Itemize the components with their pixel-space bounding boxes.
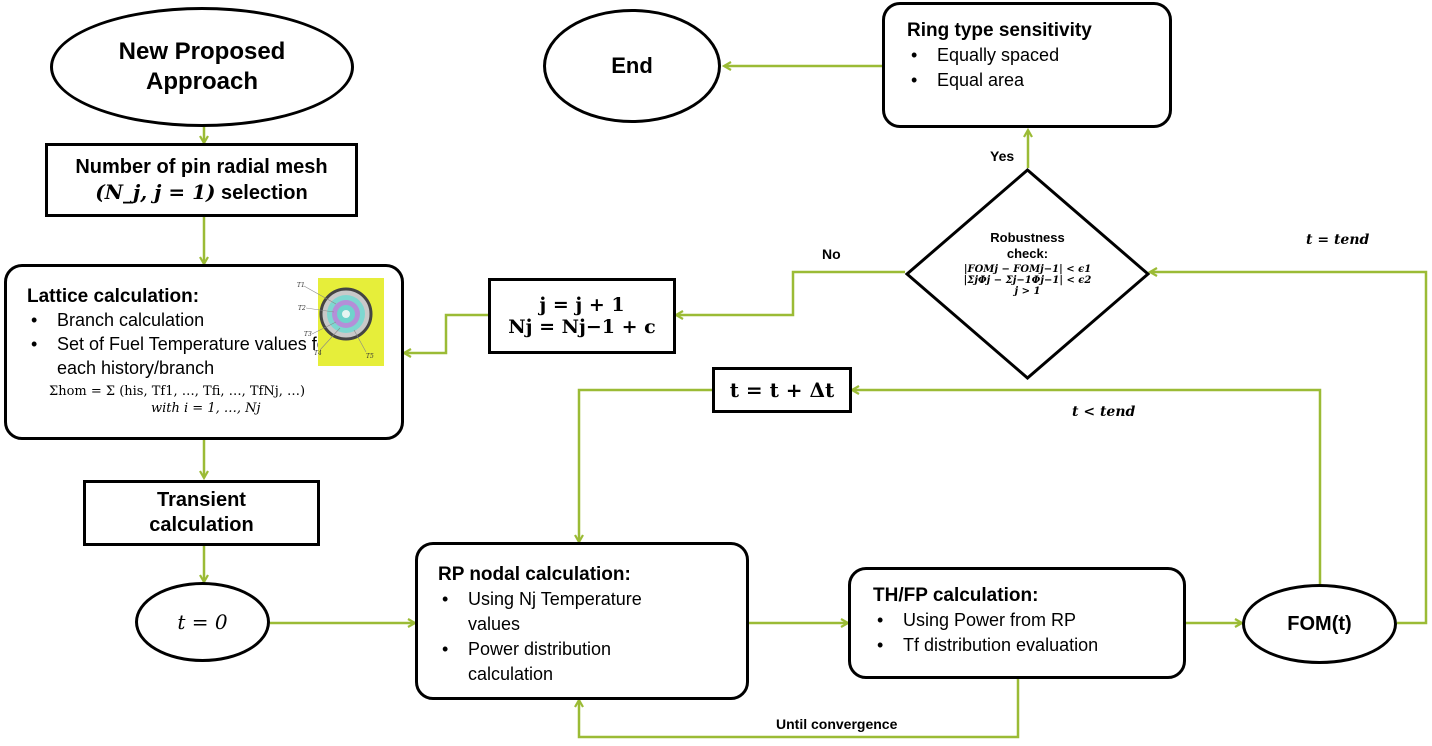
pin-label-t1: T1 xyxy=(297,282,305,289)
ring-item-1: Equally spaced xyxy=(907,43,1169,68)
j-update-node: j = j + 1 Nj = Nj−1 + c xyxy=(488,278,676,354)
rp-nodal-node: RP nodal calculation: Using Nj Temperatu… xyxy=(415,542,749,700)
thfp-item-2: Tf distribution evaluation xyxy=(873,633,1183,658)
fom-node: FOM(t) xyxy=(1242,584,1397,664)
yes-label: Yes xyxy=(990,148,1015,164)
arrow-thfp-convergence-loop xyxy=(579,679,1020,739)
transient-node: Transient calculation xyxy=(83,480,320,546)
robustness-condition-3: j > 1 xyxy=(1014,286,1041,297)
robustness-condition-1: |FOMj − FOMj−1| < ϵ1 xyxy=(963,264,1092,275)
t0-label: t = 0 xyxy=(177,610,228,634)
ring-item-2: Equal area xyxy=(907,68,1169,93)
j-update-line2: Nj = Nj−1 + c xyxy=(508,316,656,338)
robustness-node: Robustness check: |FOMj − FOMj−1| < ϵ1 |… xyxy=(905,168,1150,380)
robustness-condition-2: |ΣjΦj − Σj−1Φj−1| < ϵ2 xyxy=(963,275,1092,286)
start-label: New Proposed Approach xyxy=(118,38,286,95)
end-node: End xyxy=(543,9,721,123)
pin-label-t2: T2 xyxy=(298,305,306,312)
thfp-title: TH/FP calculation: xyxy=(873,585,1039,606)
pin-mesh-node: Number of pin radial mesh (N_j, j = 1) s… xyxy=(45,143,358,217)
robustness-title: Robustness check: xyxy=(990,230,1065,261)
no-label: No xyxy=(822,246,841,262)
t-update-node: t = t + Δt xyxy=(712,367,852,413)
pin-mesh-suffix: selection xyxy=(221,181,308,204)
thfp-item-1: Using Power from RP xyxy=(873,608,1183,633)
pin-label-t5: T5 xyxy=(366,353,374,360)
t-update-label: t = t + Δt xyxy=(729,378,835,402)
lattice-item-2: Set of Fuel Temperature values for each … xyxy=(27,332,347,380)
arrow-fom-to-robustness xyxy=(1150,272,1428,625)
arrow-tupdate-to-rp xyxy=(579,388,712,542)
fom-label: FOM(t) xyxy=(1287,612,1352,635)
pin-mesh-line1: Number of pin radial mesh xyxy=(75,155,328,178)
pin-mesh-line2: (N_j, j = 1) selection xyxy=(95,180,307,206)
transient-label: Transient calculation xyxy=(149,489,254,536)
ring-node: Ring type sensitivity Equally spaced Equ… xyxy=(882,2,1172,128)
until-convergence-label: Until convergence xyxy=(776,716,898,732)
lattice-formula-2: with i = 1, …, Nj xyxy=(151,401,261,416)
rp-nodal-item-1: Using Nj Temperature values xyxy=(438,587,688,637)
pin-label-t4: T4 xyxy=(314,350,322,357)
j-update-line1: j = j + 1 xyxy=(539,294,625,316)
rp-nodal-title: RP nodal calculation: xyxy=(438,564,631,585)
pin-cross-section-image: T1 T2 T3 T4 T5 xyxy=(296,278,384,366)
t0-node: t = 0 xyxy=(135,582,270,662)
lattice-title: Lattice calculation: xyxy=(27,286,200,307)
pin-mesh-math: (N_j, j = 1) xyxy=(95,179,216,204)
lattice-item-1: Branch calculation xyxy=(27,309,401,332)
end-label: End xyxy=(611,53,653,78)
start-node: New Proposed Approach xyxy=(50,7,354,127)
thfp-node: TH/FP calculation: Using Power from RP T… xyxy=(848,567,1186,679)
pin-label-t3: T3 xyxy=(304,331,312,338)
t-less-label: t < tend xyxy=(1072,404,1136,420)
arrow-robustness-to-jupdate xyxy=(676,270,905,315)
arrow-jupdate-to-lattice xyxy=(404,313,488,353)
lattice-formula-1: Σhom = Σ (his, Tf1, …, Tfi, …, TfNj, …) xyxy=(49,384,306,399)
arrow-fom-to-tupdate xyxy=(852,390,1322,584)
ring-title: Ring type sensitivity xyxy=(907,20,1092,41)
rp-nodal-item-2: Power distribution calculation xyxy=(438,637,688,687)
t-end-label: t = tend xyxy=(1306,232,1370,248)
